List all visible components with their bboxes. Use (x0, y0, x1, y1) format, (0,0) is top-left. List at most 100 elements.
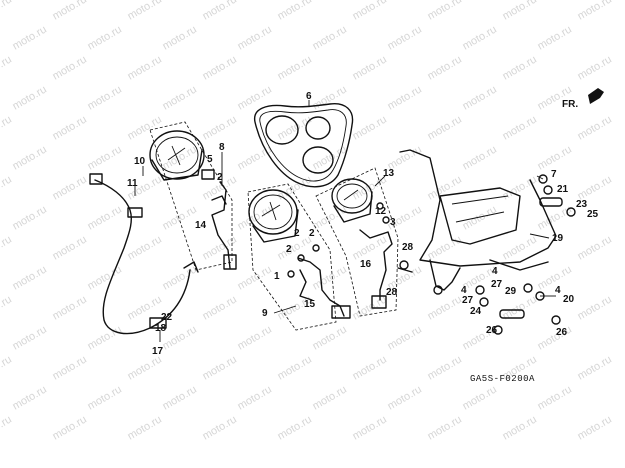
watermark-text: moto.ru (86, 144, 124, 173)
callout-2-speedo: 2 (217, 172, 223, 183)
watermark-text: moto.ru (501, 0, 539, 23)
watermark-text: moto.ru (201, 114, 239, 143)
watermark-text: moto.ru (461, 204, 499, 233)
watermark-text: moto.ru (276, 414, 314, 443)
callout-13: 13 (383, 168, 395, 179)
watermark-text: moto.ru (51, 294, 89, 323)
watermark-text: moto.ru (86, 264, 124, 293)
watermark-text: moto.ru (351, 114, 389, 143)
watermark-text: moto.ru (126, 354, 164, 383)
callout-12: 12 (375, 206, 387, 217)
watermark-text: moto.ru (126, 234, 164, 263)
watermark-text: moto.ru (386, 24, 424, 53)
watermark-text: moto.ru (576, 0, 614, 23)
watermark-text: moto.ru (501, 54, 539, 83)
watermark-text: moto.ru (86, 324, 124, 353)
watermark-text: moto.ru (461, 84, 499, 113)
watermark-text: moto.ru (86, 384, 124, 413)
indicator-assembly (315, 167, 399, 317)
watermark-text: moto.ru (351, 0, 389, 23)
watermark-text: moto.ru (536, 384, 574, 413)
callout-22: 22 (161, 312, 173, 323)
callout-4-right: 4 (555, 285, 561, 296)
watermark-text: moto.ru (0, 414, 14, 443)
watermark-text: moto.ru (576, 54, 614, 83)
watermark-text: moto.ru (236, 324, 274, 353)
watermark-text: moto.ru (536, 24, 574, 53)
watermark-text: moto.ru (576, 114, 614, 143)
callout-9: 9 (262, 308, 268, 319)
callout-27-top: 27 (491, 279, 503, 290)
callout-6: 6 (306, 91, 312, 102)
callout-16: 16 (360, 259, 372, 270)
watermark-text: moto.ru (536, 204, 574, 233)
watermark-text: moto.ru (461, 24, 499, 53)
watermark-text: moto.ru (426, 0, 464, 23)
watermark-text: moto.ru (426, 174, 464, 203)
watermark-text: moto.ru (11, 264, 49, 293)
watermark-text: moto.ru (351, 354, 389, 383)
watermark-text: moto.ru (126, 414, 164, 443)
watermark-text: moto.ru (51, 0, 89, 23)
callout-labels: 6 8 5 2 14 10 11 22 18 17 13 12 3 2 2 2 … (127, 91, 599, 357)
watermark-text: moto.ru (0, 354, 14, 383)
callout-8: 8 (219, 142, 225, 153)
watermark-text: moto.ru (426, 234, 464, 263)
watermark-text: moto.ru (0, 294, 14, 323)
callout-27: 27 (462, 295, 474, 306)
watermark-text: moto.ru (311, 384, 349, 413)
watermark-text: moto.ru (311, 204, 349, 233)
callout-17: 17 (152, 346, 164, 357)
watermark-text: moto.ru (86, 84, 124, 113)
watermark-text: moto.ru (126, 54, 164, 83)
watermark-text: moto.ru (386, 324, 424, 353)
callout-2-tach-c: 2 (286, 244, 292, 255)
callout-18: 18 (155, 323, 167, 334)
callout-3: 3 (390, 217, 396, 228)
callout-28b: 28 (386, 287, 398, 298)
speedometer-assembly (149, 121, 237, 271)
watermark-text: moto.ru (351, 54, 389, 83)
watermark-text: moto.ru (11, 204, 49, 233)
meter-stay-bracket (399, 149, 557, 295)
watermark-text: moto.ru (86, 204, 124, 233)
callout-23: 23 (576, 199, 588, 210)
watermark-text: moto.ru (311, 324, 349, 353)
fasteners-right (397, 174, 576, 335)
watermark-text: moto.ru (276, 174, 314, 203)
watermark-text: moto.ru (51, 234, 89, 263)
watermark-text: moto.ru (426, 294, 464, 323)
watermark-text: moto.ru (236, 144, 274, 173)
watermark-text: moto.ru (161, 204, 199, 233)
watermark-text: moto.ru (236, 84, 274, 113)
front-direction-arrow: FR. (562, 88, 604, 110)
callout-1: 1 (274, 271, 280, 282)
diagram-code: GA5S-F0200A (470, 374, 535, 384)
direction-label: FR. (562, 99, 578, 110)
watermark-text: moto.ru (201, 294, 239, 323)
watermark-text: moto.ru (11, 24, 49, 53)
watermark-text: moto.ru (161, 384, 199, 413)
watermark-text: moto.ru (386, 84, 424, 113)
callout-5: 5 (207, 154, 213, 165)
callout-2-tach-a: 2 (294, 228, 300, 239)
watermark-text: moto.ru (201, 0, 239, 23)
watermark-text: moto.ru (576, 234, 614, 263)
watermark-text: moto.ru (161, 24, 199, 53)
callout-4-mid: 4 (461, 285, 467, 296)
watermark-text: moto.ru (0, 54, 14, 83)
watermark-text: moto.ru (51, 354, 89, 383)
callout-29: 29 (505, 286, 517, 297)
watermark-text: moto.ru (576, 294, 614, 323)
callout-2-tach-b: 2 (309, 228, 315, 239)
watermark-text: moto.ru (201, 354, 239, 383)
watermark-text: moto.ru (386, 384, 424, 413)
callout-26-left: 26 (486, 325, 498, 336)
watermark-text: moto.ru (51, 54, 89, 83)
meter-housing (254, 103, 354, 188)
watermark-text: moto.ru (311, 264, 349, 293)
callout-7: 7 (551, 169, 557, 180)
watermark-text: moto.ru (51, 414, 89, 443)
callout-25: 25 (587, 209, 599, 220)
